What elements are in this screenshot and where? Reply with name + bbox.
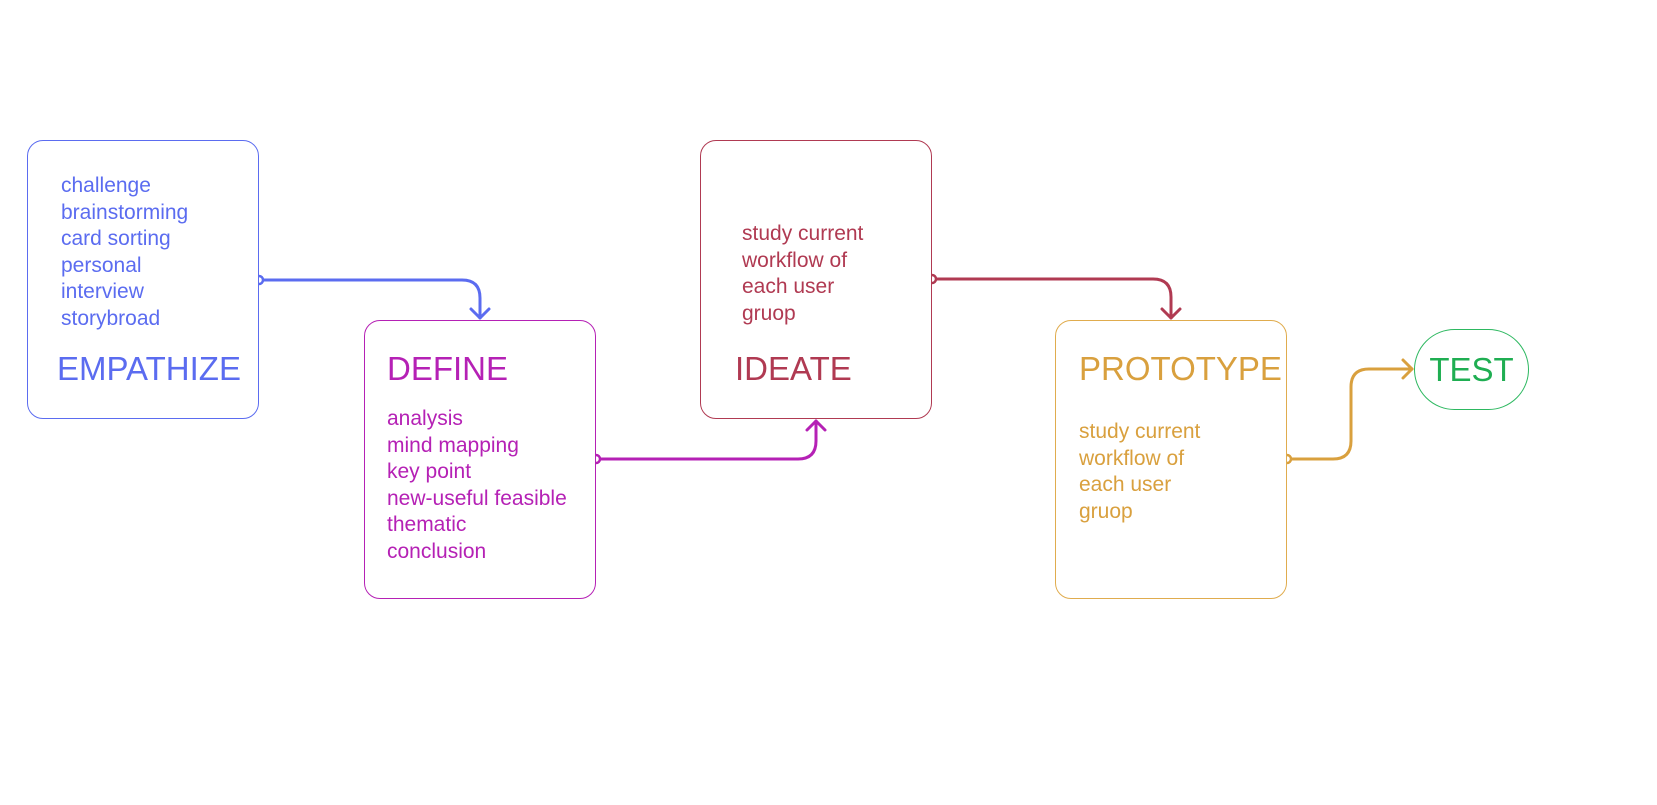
stage-node-test[interactable]: TEST xyxy=(1414,329,1529,410)
stage-item: new-useful feasible xyxy=(387,486,567,510)
stage-item: interview xyxy=(61,280,144,303)
stage-item: analysis xyxy=(387,407,463,430)
stage-title-ideate: IDEATE xyxy=(735,350,852,387)
stage-item: brainstorming xyxy=(61,200,189,224)
stage-item: mind mapping xyxy=(387,433,519,457)
connector-line-define-ideate xyxy=(594,419,818,461)
connector-line-ideate-prototype xyxy=(930,277,1173,320)
stage-card-ideate[interactable]: study current workflow of each user gruo… xyxy=(700,140,932,419)
stage-items-prototype: study current workflow of each user gruo… xyxy=(1079,419,1200,525)
stage-item: workflow of xyxy=(1079,446,1185,470)
stage-card-define[interactable]: DEFINE analysis mind mapping key point n… xyxy=(364,320,596,599)
stage-item: study current xyxy=(742,222,864,245)
stage-item: study current xyxy=(1079,420,1201,443)
stage-item: each user xyxy=(1079,473,1172,496)
connector-line-empathize-define xyxy=(257,278,482,320)
stage-title-empathize: EMPATHIZE xyxy=(57,350,241,387)
stage-title-prototype: PROTOTYPE xyxy=(1079,350,1282,387)
stage-item: workflow of xyxy=(742,248,848,272)
connector-line-prototype-test xyxy=(1285,367,1414,461)
stage-item: challenge xyxy=(61,174,151,197)
connector-define-to-ideate xyxy=(590,419,827,465)
stage-item: thematic xyxy=(387,513,467,536)
stage-item: card sorting xyxy=(61,227,171,250)
stage-item: storybroad xyxy=(61,306,161,330)
arrowhead-icon xyxy=(1401,358,1414,380)
connector-prototype-to-test xyxy=(1281,358,1414,465)
stage-item: personal xyxy=(61,253,142,277)
stage-item: gruop xyxy=(742,301,796,325)
stage-item: key point xyxy=(387,460,472,483)
stage-title-test: TEST xyxy=(1429,350,1514,388)
arrowhead-icon xyxy=(469,307,491,320)
stage-item: each user xyxy=(742,275,835,298)
stage-items-ideate: study current workflow of each user gruo… xyxy=(742,221,863,327)
stage-card-prototype[interactable]: PROTOTYPE study current workflow of each… xyxy=(1055,320,1287,599)
stage-items-define: analysis mind mapping key point new-usef… xyxy=(387,406,567,565)
connector-empathize-to-define xyxy=(253,274,491,320)
arrowhead-icon xyxy=(1160,307,1182,320)
stage-item: gruop xyxy=(1079,499,1133,523)
stage-items-empathize: challenge brainstorming card sorting per… xyxy=(61,173,188,332)
stage-title-define: DEFINE xyxy=(387,350,509,387)
arrowhead-icon xyxy=(805,419,827,432)
connector-ideate-to-prototype xyxy=(926,273,1182,320)
stage-card-empathize[interactable]: challenge brainstorming card sorting per… xyxy=(27,140,259,419)
stage-item: conclusion xyxy=(387,539,487,563)
